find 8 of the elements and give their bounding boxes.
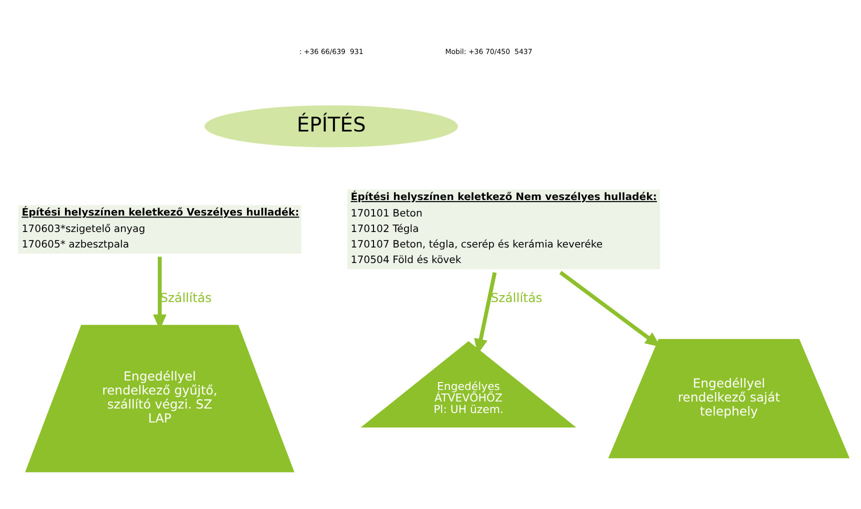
edge-label: Szállítás [490,289,542,304]
node-ellipse: ÉPÍTÉS [204,104,458,147]
label: : +36 66/639 931 [299,46,364,56]
label: Mobil: +36 70/450 5437 [445,46,532,56]
edge-label: Szállítás [160,289,212,304]
node-box: Építési helyszínen keletkező Veszélyes hulladék: 170603*szigetelő anyag 170605* azbesztpala [18,204,302,254]
node-box: Építési helyszínen keletkező Nem veszélyes hulladék: 170101 Beton 170102 Tégla 170107 Beton, tégla, cserép és kerámia keveréke 170504 Föld és kövek [347,189,660,269]
arrow [474,272,497,354]
